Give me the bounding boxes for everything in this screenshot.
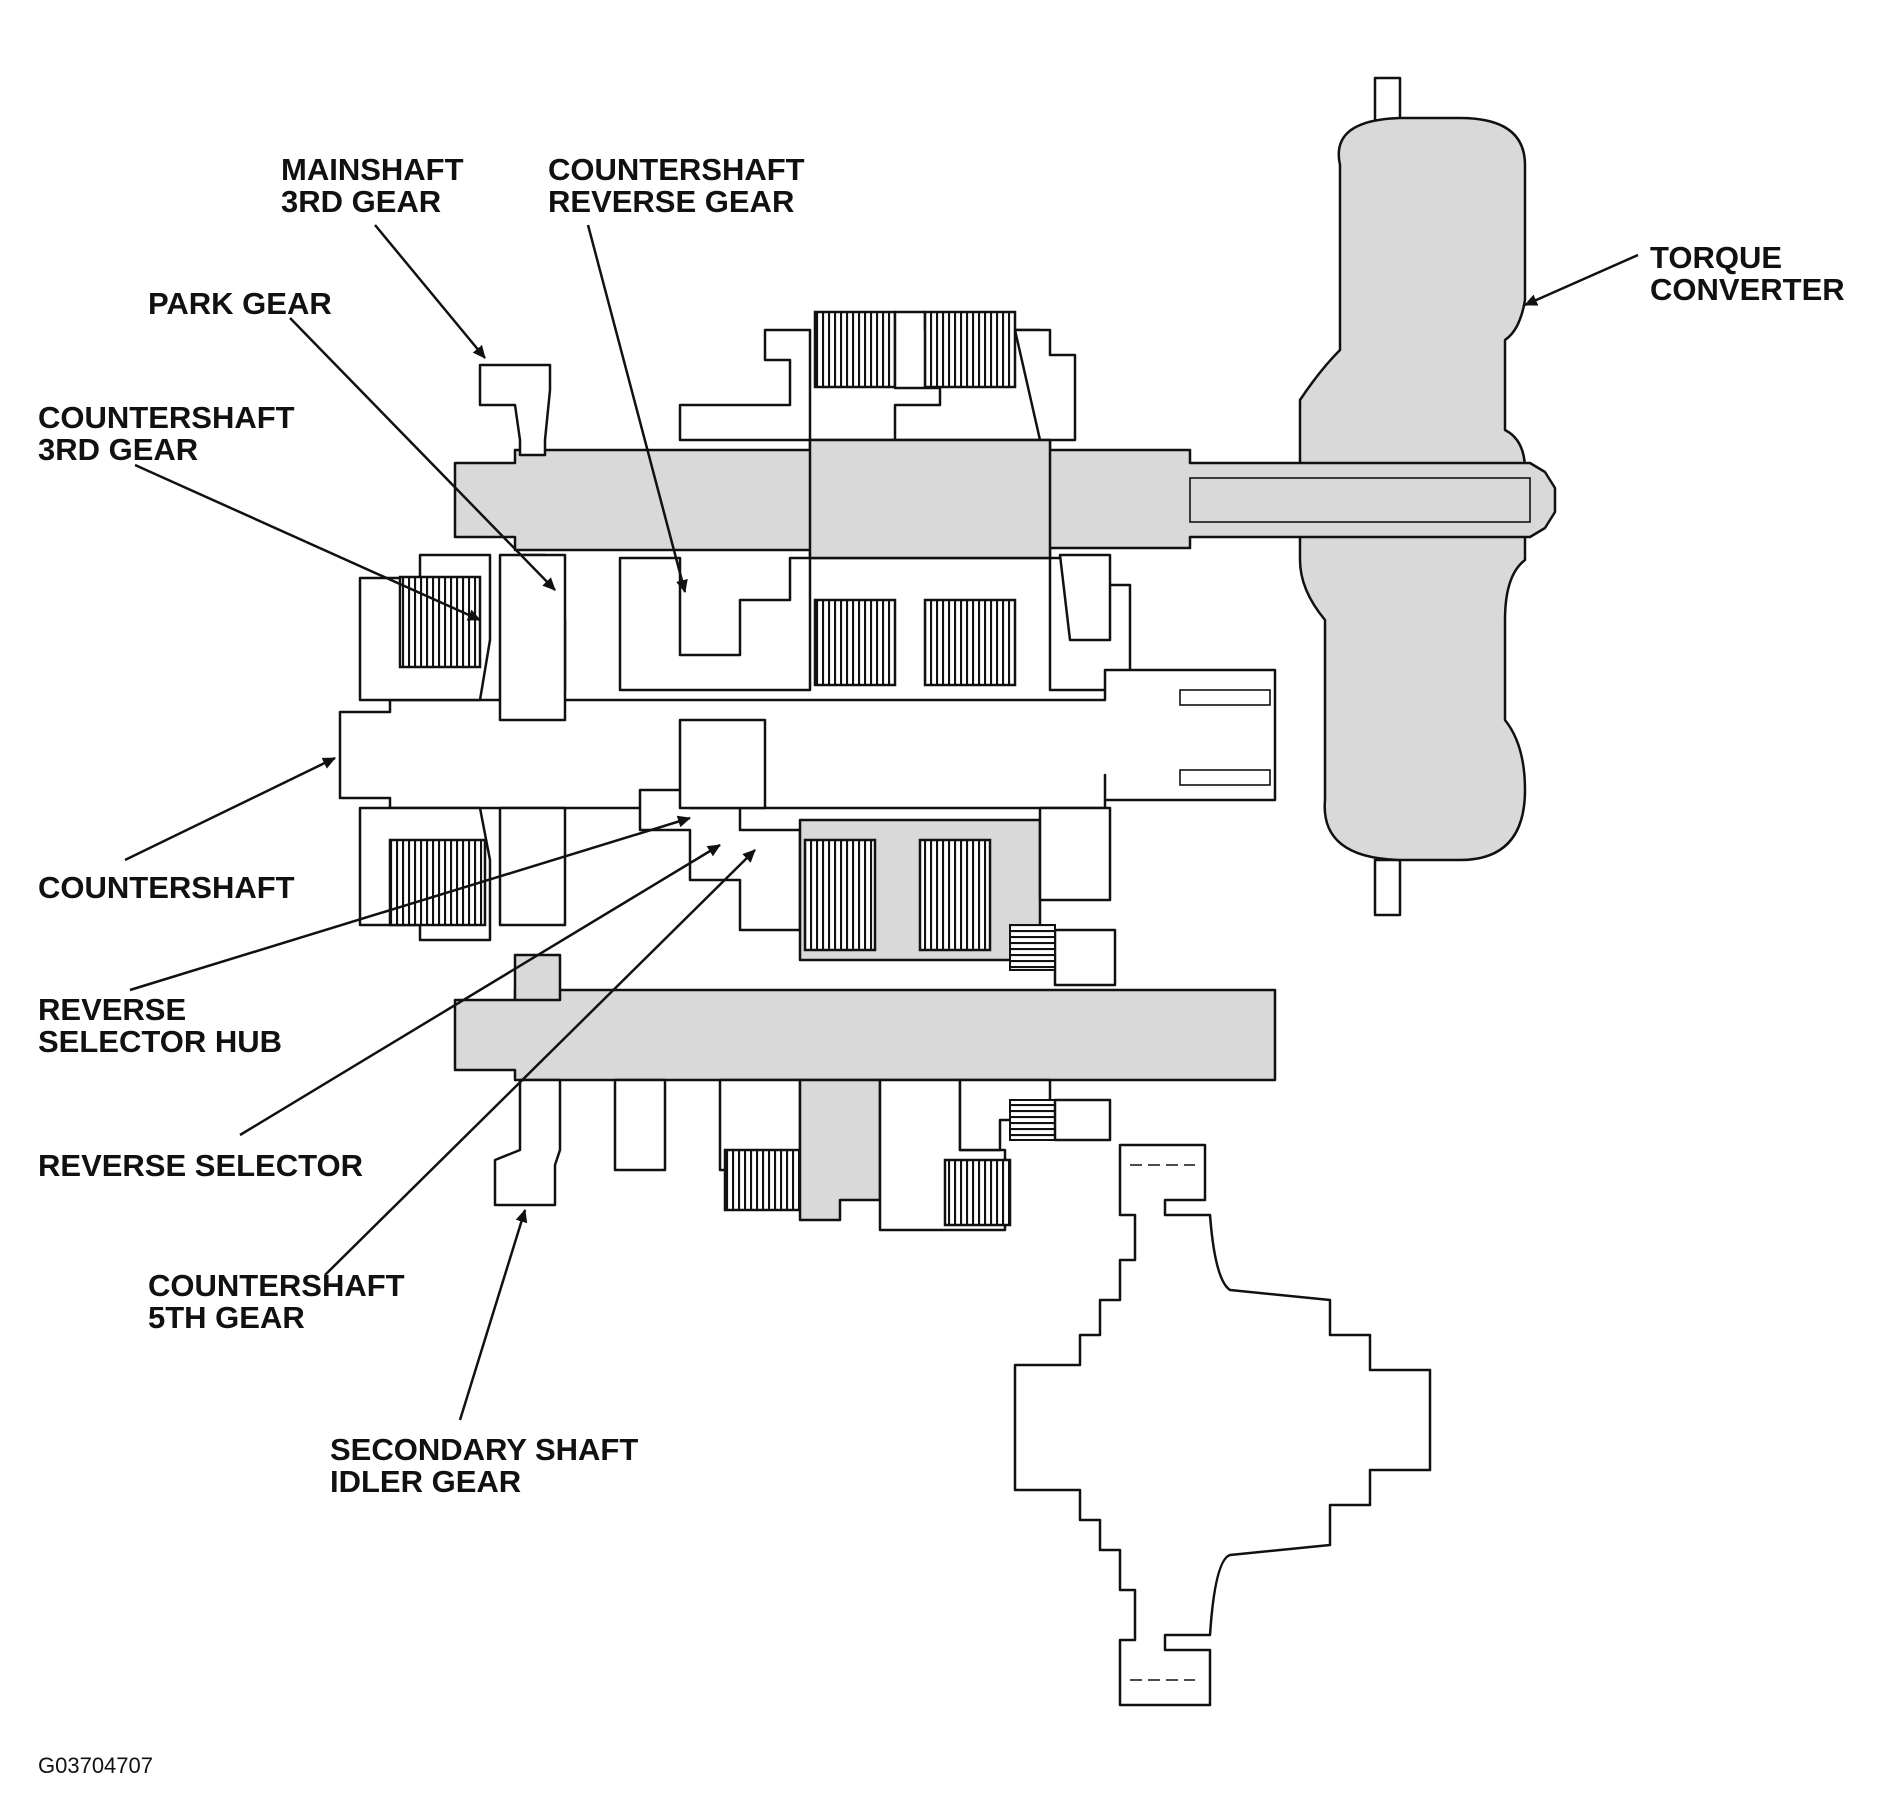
leader-reverse-selector-hub — [129, 815, 691, 992]
leader-countershaft-5th-gear — [324, 849, 756, 1276]
leader-mainshaft-3rd-gear — [374, 224, 486, 359]
leader-reverse-selector — [239, 843, 721, 1137]
label-park-gear: PARK GEAR — [148, 286, 332, 321]
label-reverse-selector-hub: REVERSE SELECTOR HUB — [38, 992, 282, 1059]
label-secondary-shaft-idler-gear: SECONDARY SHAFT IDLER GEAR — [330, 1432, 647, 1499]
leader-secondary-shaft-idler-gear — [458, 1209, 528, 1421]
secondary-shaft — [453, 953, 1277, 1232]
leader-lines — [124, 224, 1639, 1421]
leader-torque-converter — [1524, 253, 1639, 307]
upper-clutch-packs — [618, 310, 1132, 692]
differential — [1013, 1143, 1432, 1707]
leader-countershaft — [124, 756, 336, 862]
countershaft — [338, 553, 1277, 987]
leader-park-gear — [289, 317, 556, 591]
leader-countershaft-3rd-gear — [134, 463, 481, 622]
label-countershaft-reverse-gear: COUNTERSHAFT REVERSE GEAR — [548, 152, 813, 219]
label-reverse-selector: REVERSE SELECTOR — [38, 1148, 363, 1183]
label-countershaft-3rd-gear: COUNTERSHAFT 3RD GEAR — [38, 400, 303, 467]
label-countershaft: COUNTERSHAFT — [38, 870, 295, 905]
label-torque-converter: TORQUE CONVERTER — [1650, 240, 1845, 307]
label-mainshaft-3rd-gear: MAINSHAFT 3RD GEAR — [281, 152, 472, 219]
label-countershaft-5th-gear: COUNTERSHAFT 5TH GEAR — [148, 1268, 413, 1335]
figure-code: G03704707 — [38, 1753, 153, 1778]
leader-countershaft-reverse-gear — [586, 224, 688, 593]
